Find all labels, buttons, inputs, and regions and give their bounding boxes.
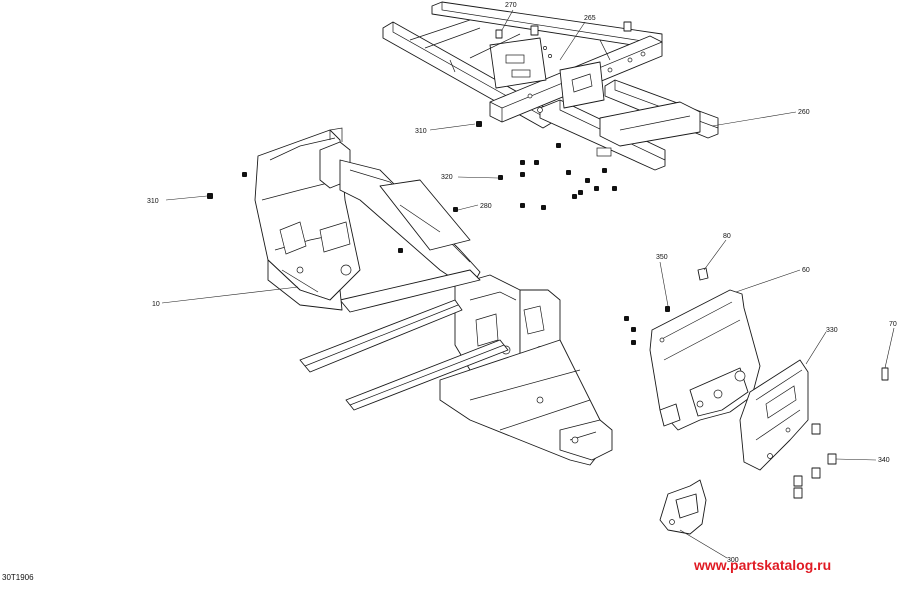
fastener-nuts: [207, 143, 617, 253]
callout-70: 70: [889, 321, 897, 328]
callout-340: 340: [878, 457, 890, 464]
callout-320: 320: [441, 174, 453, 181]
callout-270: 270: [505, 2, 517, 9]
rear-subframe-part: [382, 1, 719, 171]
callout-280: 280: [480, 203, 492, 210]
callout-300: 300: [727, 557, 739, 564]
callout-60: 60: [802, 267, 810, 274]
callout-350: 350: [656, 254, 668, 261]
callout-310-upper: 310: [415, 128, 427, 135]
callout-310-left: 310: [147, 198, 159, 205]
plate-part-330: [739, 359, 809, 471]
main-frame-part: [254, 127, 613, 466]
callout-10: 10: [152, 301, 160, 308]
drawing-code: 30T1906: [2, 573, 34, 582]
callout-80: 80: [723, 233, 731, 240]
bracket-part-300: [659, 479, 707, 535]
bolts: [793, 367, 889, 499]
bracket-nuts: [624, 267, 709, 345]
watermark: www.partskatalog.ru: [693, 557, 831, 573]
callout-labels: 270 265 260 310 310 320 280 10 80 350 60…: [147, 2, 897, 564]
bracket-part-60: [649, 289, 761, 431]
callout-265: 265: [584, 15, 596, 22]
rear-hardware: [476, 21, 632, 127]
leader-lines: [161, 9, 895, 559]
callout-330: 330: [826, 327, 838, 334]
callout-260: 260: [798, 109, 810, 116]
